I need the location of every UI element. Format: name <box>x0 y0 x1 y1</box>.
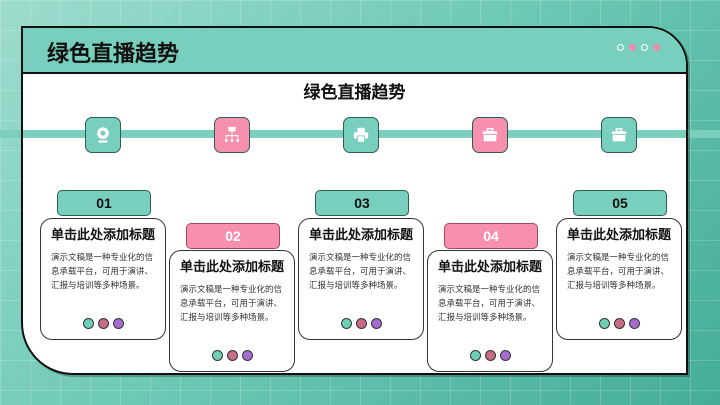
step-3-card[interactable]: 单击此处添加标题 演示文稿是一种专业化的信息承载平台，可用于演讲、汇报与培训等多… <box>298 218 424 340</box>
rose-dot-icon <box>226 350 238 361</box>
webcam-icon <box>97 127 109 143</box>
purple-dot-icon <box>112 318 124 329</box>
card-title[interactable]: 单击此处添加标题 <box>438 259 543 274</box>
teal-dot-icon <box>340 318 352 329</box>
card-dots <box>428 350 552 361</box>
step-3-node[interactable] <box>343 117 379 153</box>
rose-dot-icon <box>97 318 109 329</box>
card-title[interactable]: 单击此处添加标题 <box>309 227 414 242</box>
rose-dot-icon <box>613 318 625 329</box>
card-body[interactable]: 演示文稿是一种专业化的信息承载平台，可用于演讲、汇报与培训等多种场景。 <box>309 252 412 290</box>
card-dots <box>557 318 681 329</box>
rose-dot-icon <box>484 350 496 361</box>
step-3-badge: 03 <box>315 190 409 216</box>
indicator-dot-pink-icon <box>629 44 636 51</box>
printer-icon <box>353 127 369 143</box>
indicator-dot-pink-icon <box>653 44 660 51</box>
teal-dot-icon <box>211 350 223 361</box>
purple-dot-icon <box>241 350 253 361</box>
purple-dot-icon <box>370 318 382 329</box>
toolbox-icon <box>482 128 498 142</box>
card-dots <box>299 318 423 329</box>
card-dots <box>41 318 165 329</box>
step-2-card[interactable]: 单击此处添加标题 演示文稿是一种专业化的信息承载平台，可用于演讲、汇报与培训等多… <box>169 250 295 372</box>
indicator-dots <box>617 44 660 51</box>
card-title[interactable]: 单击此处添加标题 <box>567 227 672 242</box>
teal-dot-icon <box>598 318 610 329</box>
toolbox-icon <box>611 128 627 142</box>
header-title: 绿色直播趋势 <box>47 41 180 66</box>
step-1-badge: 01 <box>57 190 151 216</box>
step-1-card[interactable]: 单击此处添加标题 演示文稿是一种专业化的信息承载平台，可用于演讲、汇报与培训等多… <box>40 218 166 340</box>
step-2-node[interactable] <box>214 117 250 153</box>
step-4-card[interactable]: 单击此处添加标题 演示文稿是一种专业化的信息承载平台，可用于演讲、汇报与培训等多… <box>427 250 553 372</box>
step-5-badge: 05 <box>573 190 667 216</box>
purple-dot-icon <box>628 318 640 329</box>
card-title[interactable]: 单击此处添加标题 <box>51 227 156 242</box>
step-4-node[interactable] <box>472 117 508 153</box>
teal-dot-icon <box>82 318 94 329</box>
purple-dot-icon <box>499 350 511 361</box>
step-5-node[interactable] <box>601 117 637 153</box>
step-1-node[interactable] <box>85 117 121 153</box>
hierarchy-icon <box>224 126 240 142</box>
step-5-card[interactable]: 单击此处添加标题 演示文稿是一种专业化的信息承载平台，可用于演讲、汇报与培训等多… <box>556 218 682 340</box>
card-body[interactable]: 演示文稿是一种专业化的信息承载平台，可用于演讲、汇报与培训等多种场景。 <box>438 284 541 322</box>
indicator-dot-ring-icon <box>617 44 624 51</box>
indicator-dot-ring-icon <box>641 44 648 51</box>
header-bar: 绿色直播趋势 <box>23 28 686 74</box>
card-body[interactable]: 演示文稿是一种专业化的信息承载平台，可用于演讲、汇报与培训等多种场景。 <box>51 252 154 290</box>
slide-frame: 绿色直播趋势 绿色直播趋势 01 02 03 04 05 单击此处添加标题 演示… <box>21 26 688 375</box>
teal-dot-icon <box>469 350 481 361</box>
card-dots <box>170 350 294 361</box>
card-title[interactable]: 单击此处添加标题 <box>180 259 285 274</box>
step-4-badge: 04 <box>444 223 538 249</box>
card-body[interactable]: 演示文稿是一种专业化的信息承载平台，可用于演讲、汇报与培训等多种场景。 <box>180 284 283 322</box>
card-body[interactable]: 演示文稿是一种专业化的信息承载平台，可用于演讲、汇报与培训等多种场景。 <box>567 252 670 290</box>
slide-title: 绿色直播趋势 <box>303 83 406 102</box>
rose-dot-icon <box>355 318 367 329</box>
step-2-badge: 02 <box>186 223 280 249</box>
